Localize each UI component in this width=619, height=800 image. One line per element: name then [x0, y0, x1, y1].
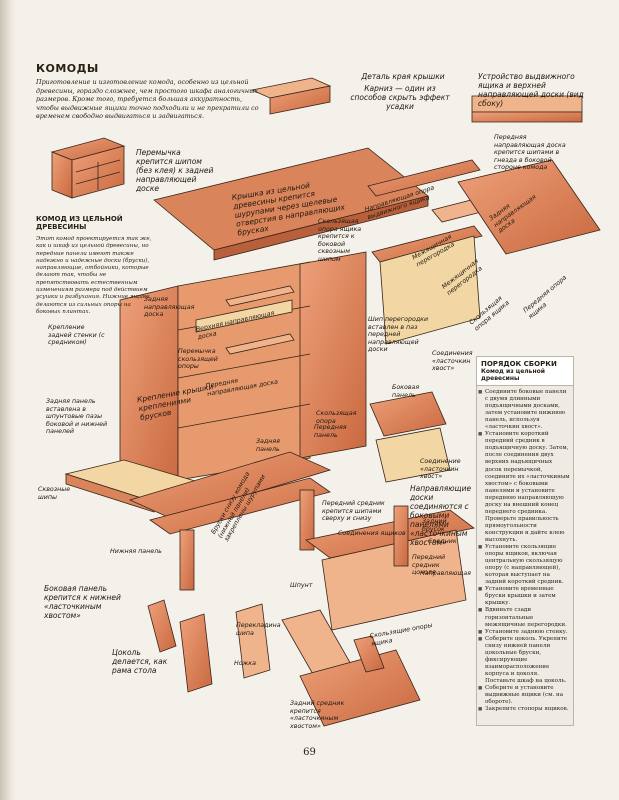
callout-label: Направляющая [420, 570, 471, 577]
dresser-thumbnail [50, 137, 126, 199]
assembly-order-title: ПОРЯДОК СБОРКИ [481, 360, 557, 368]
callout-label: Средник [428, 538, 457, 545]
assembly-step: Вдвиньте сзади горизонтальные межящичные… [478, 607, 570, 628]
page-title: КОМОДЫ [36, 62, 99, 75]
callout-label: Скользящая опора [316, 410, 357, 425]
callout-label: Задняя панель вставлена в шпунтовые пазы… [46, 398, 108, 436]
page-number: 69 [303, 747, 316, 758]
assembly-step: Установите заднюю стенку. [478, 629, 570, 636]
callout-label: Крепление задней стенки (с средником) [48, 324, 105, 347]
callout-label: Устройство выдвижного ящика и верхней на… [478, 72, 584, 108]
callout-label: Перекладина шипа [236, 622, 281, 637]
callout-label: Передний средник цоколя [412, 554, 446, 577]
assembly-step: Установите короткий передний средник в п… [478, 431, 570, 544]
callout-label: Цоколь делается, как рама стола [112, 648, 168, 675]
callout-label: Сквозные шипы [38, 486, 71, 501]
callout-label: Передний средник крепится шипами сверху … [322, 500, 385, 523]
assembly-step: Установите скользящие опоры ящиков, вклю… [478, 544, 570, 586]
callout-label: Соединение «ласточкин хвост» [420, 458, 461, 481]
section-text: Этот комод проектируется так же, как и ш… [36, 236, 152, 315]
callout-label: Задний брусок [422, 518, 447, 533]
callout-label: Соединения «ласточкин хвост» [432, 350, 473, 373]
assembly-order-box: ПОРЯДОК СБОРКИ Комод из цельной древесин… [476, 356, 574, 726]
assembly-steps: Соедините боковые панели с двумя длинным… [477, 386, 573, 713]
callout-label: Задняя панель [256, 438, 280, 453]
callout-label: Задняя направляющая доска [144, 296, 195, 319]
callout-label: Шип перегородки вставлен в паз передней … [368, 316, 429, 354]
callout-label: Боковая панель [392, 384, 420, 399]
callout-label: Перемычка скользящей опоры [178, 348, 218, 371]
assembly-step: Установите временные бруски крышки и зат… [478, 586, 570, 607]
section-subtitle: КОМОД ИЗ ЦЕЛЬНОЙ ДРЕВЕСИНЫ [36, 215, 123, 231]
callout-label: Нижняя панель [110, 548, 162, 555]
callout-label: Карниз — один из способов скрыть эффект … [350, 84, 450, 111]
assembly-order-header: ПОРЯДОК СБОРКИ Комод из цельной древесин… [477, 357, 573, 386]
callout-label: Перемычка крепится шипом (без клея) к за… [136, 148, 214, 193]
callout-label: Ножка [234, 660, 256, 667]
assembly-step: Соберите цоколь. Укрепите снизу нижней п… [478, 636, 570, 685]
callout-label: Боковая панель крепится к нижней «ласточ… [44, 584, 121, 620]
callout-label: Направляющие доски соединяются с боковым… [410, 484, 472, 547]
page-spine [0, 0, 16, 800]
callout-label: Скользящая опора ящика крепится к боково… [318, 218, 362, 263]
assembly-step: Закрепите стопоры ящиков. [478, 706, 570, 713]
callout-label: Шпунт [290, 582, 313, 589]
callout-label: Соединения ящиков [338, 530, 406, 537]
assembly-order-subtitle: Комод из цельной древесины [481, 368, 545, 382]
assembly-step: Соберите и установите выдвижные ящики (с… [478, 685, 570, 706]
assembly-step: Соедините боковые панели с двумя длинным… [478, 389, 570, 431]
callout-label: Деталь края крышки [361, 72, 445, 81]
callout-label: Передняя направляющая доска крепится шип… [494, 134, 566, 172]
callout-label: Задний средник крепится «ласточкиным хво… [290, 700, 345, 730]
intro-paragraph: Приготовление и изготовление комода, осо… [36, 78, 259, 121]
callout-label: Передняя панель [314, 424, 347, 439]
